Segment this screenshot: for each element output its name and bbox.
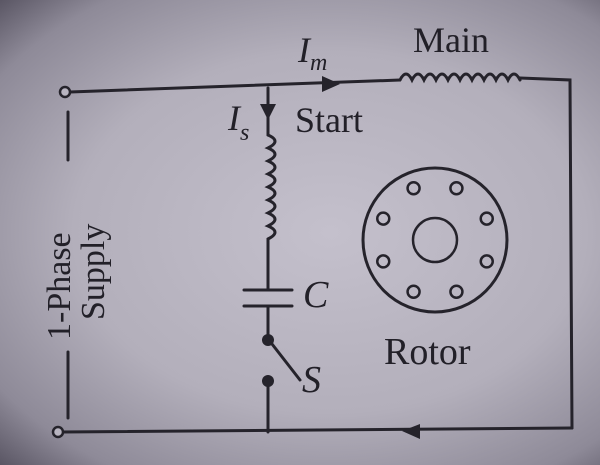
start-winding-coil: [264, 133, 277, 241]
start-winding-label: Start: [295, 100, 363, 140]
switch-arm: [270, 342, 302, 382]
rotor-label: Rotor: [384, 331, 471, 373]
main-winding-label: Main: [413, 20, 489, 60]
rotor-shaft: [411, 216, 459, 264]
return-current-arrow: [402, 424, 420, 439]
rotor-bar: [376, 254, 391, 269]
right-wire: [518, 76, 574, 430]
rotor-bar: [449, 181, 464, 196]
capacitor-label: C: [303, 274, 329, 316]
rotor-bar: [406, 284, 421, 299]
switch-contact-top: [262, 334, 274, 346]
rotor-bar: [406, 181, 421, 196]
rotor-bar: [479, 254, 494, 269]
main-current-arrow: [322, 76, 340, 92]
supply-label-line1: 1-Phase: [41, 232, 78, 340]
top-wire: [68, 78, 402, 94]
supply-label-line2: Supply: [75, 224, 112, 320]
switch-contact-bottom: [262, 375, 274, 387]
supply-terminal-bottom: [51, 425, 65, 439]
switch-label: S: [302, 359, 321, 401]
bottom-wire: [60, 426, 574, 434]
rotor-bar: [376, 211, 391, 226]
rotor-bars: [376, 181, 494, 299]
start-current-arrow: [260, 104, 276, 120]
rotor-bar: [449, 284, 464, 299]
start-current-label: Is: [227, 98, 249, 146]
rotor-outer: [361, 166, 509, 314]
supply-terminal-top: [58, 85, 72, 99]
rotor-bar: [479, 211, 494, 226]
main-winding-coil: [398, 72, 522, 84]
main-current-label: Im: [297, 30, 327, 76]
